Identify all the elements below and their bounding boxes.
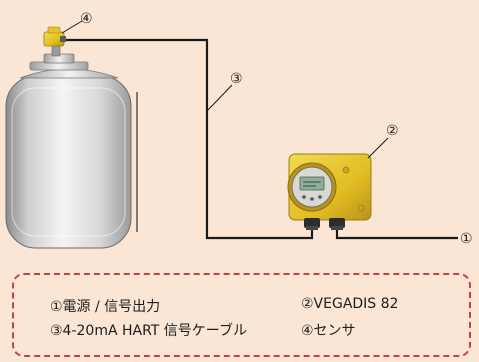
display-unit [287,153,372,230]
marker-2: ② [386,123,399,139]
marker-4-leader [61,20,83,34]
sensor [43,26,66,57]
power-cable [335,228,458,240]
legend-item-sensor: ④センサ [301,323,356,339]
legend-box [12,273,471,357]
tank [5,53,138,249]
legend-item-power-signal: ①電源 / 信号出力 [50,299,161,315]
marker-2-leader [367,137,389,159]
signal-cable [62,38,314,240]
marker-1: ① [460,231,473,247]
marker-3-leader [207,84,233,111]
marker-3: ③ [230,71,243,87]
marker-4: ④ [80,11,93,27]
legend-item-vegadis: ②VEGADIS 82 [301,296,399,312]
legend-item-cable: ③4-20mA HART 信号ケーブル [50,323,247,339]
